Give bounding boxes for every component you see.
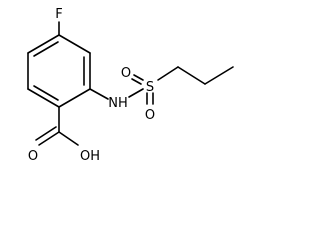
ring-bond-top-left-inner: [33, 41, 59, 57]
benzene-ring: [27, 34, 91, 108]
ring-bond-top-right: [58, 34, 91, 54]
bond-n-s: [128, 88, 144, 98]
ring-bond-bottom-left-inner: [33, 85, 59, 101]
bond-c-n: [89, 88, 109, 100]
sulfonyl-oxygen-bottom-label: O: [145, 108, 155, 123]
hydroxyl-label: OH: [80, 149, 100, 164]
ring-bond-bottom-right: [58, 88, 91, 108]
bond-s-o-left-a: [133, 74, 144, 81]
sulfonyl-oxygen-left-label: O: [121, 66, 131, 81]
bond-c-oh: [58, 131, 79, 146]
sulfur-label: S: [146, 80, 154, 95]
ring-bond-top-left: [27, 34, 60, 54]
bond-s-ch2: [157, 66, 179, 81]
bond-s-o-left-b: [131, 78, 142, 85]
ring-bond-bottom-left: [27, 88, 60, 108]
bond-c-o-double-b: [35, 126, 57, 141]
fluorine-label: F: [55, 7, 62, 22]
bond-ch2-ch3: [204, 66, 234, 85]
bond-ch2-ch2: [177, 66, 206, 85]
carbonyl-oxygen-label: O: [28, 149, 38, 164]
nh-label: NH: [108, 96, 128, 111]
chemical-structure-diagram: F NH S O O O OH: [27, 7, 234, 164]
bond-c-o-double-a: [38, 131, 60, 146]
